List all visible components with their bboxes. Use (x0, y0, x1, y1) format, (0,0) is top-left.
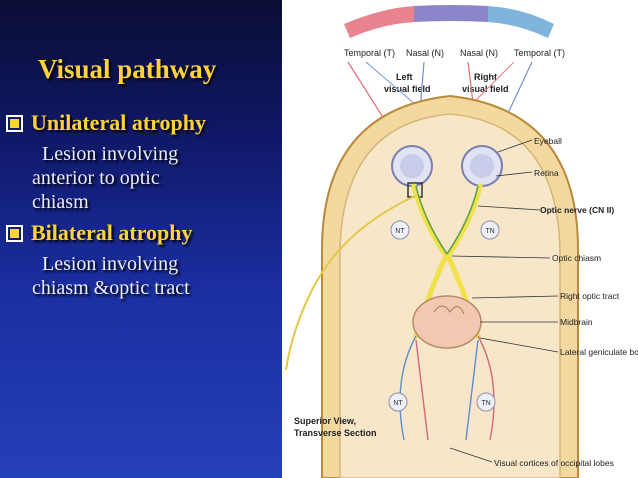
bullet-body-line: chiasm (32, 191, 89, 213)
marker-tn-top: TN (480, 220, 500, 240)
label-optic-chiasm: Optic chiasm (552, 253, 601, 263)
marker-nt-top: NT (390, 220, 410, 240)
bullet-list: Unilateral atrophy Lesion involving ante… (6, 108, 276, 300)
label-lateral-geniculate-body: Lateral geniculate body (560, 347, 638, 357)
bullet-body-line: chiasm &optic tract (32, 277, 190, 299)
label-temporal-right: Temporal (T) (514, 48, 565, 58)
checkbox-bullet-icon (6, 224, 23, 242)
label-optic-nerve: Optic nerve (CN II) (540, 205, 614, 215)
bullet-body-line: Lesion involving (42, 143, 179, 165)
midbrain (412, 295, 482, 349)
label-eyeball: Eyeball (534, 136, 562, 146)
right-eyeball (461, 145, 503, 187)
checkbox-bullet-icon (6, 114, 23, 132)
temporal-right-band (488, 6, 554, 38)
label-left-field: Left (396, 72, 413, 82)
bullet-unilateral: Unilateral atrophy (6, 108, 276, 138)
svg-text:NT: NT (393, 400, 403, 407)
temporal-left-band (344, 6, 414, 38)
label-temporal-left: Temporal (T) (344, 48, 395, 58)
bullet-body: Lesion involving anterior to optic chias… (32, 142, 276, 214)
bullet-body: Lesion involving chiasm &optic tract (32, 252, 276, 300)
svg-text:TN: TN (481, 400, 490, 407)
bullet-body-line: Lesion involving (42, 253, 179, 275)
caption-line-2: Transverse Section (294, 428, 377, 438)
left-eyeball (391, 145, 433, 187)
label-nasal-right: Nasal (N) (460, 48, 498, 58)
lesion-pointer-line (285, 195, 416, 371)
label-right-field: Right (474, 72, 497, 82)
label-visual-cortices: Visual cortices of occipital lobes (494, 458, 614, 468)
label-midbrain: Midbrain (560, 317, 593, 327)
optic-pathway-outline (415, 185, 479, 255)
bullet-bilateral: Bilateral atrophy (6, 218, 276, 248)
text-panel: Visual pathway Unilateral atrophy Lesion… (0, 0, 282, 478)
label-left-field-2: visual field (384, 84, 431, 94)
diagram-panel: Temporal (T) Nasal (N) Nasal (N) Tempora… (282, 0, 638, 478)
label-right-field-2: visual field (462, 84, 509, 94)
bullet-heading: Bilateral atrophy (31, 220, 193, 245)
midbrain-fold (433, 305, 465, 315)
optic-radiations (399, 335, 495, 441)
bullet-body-line: anterior to optic (32, 167, 160, 189)
label-right-optic-tract: Right optic tract (560, 291, 620, 301)
callout-lines (449, 139, 559, 463)
svg-text:NT: NT (395, 228, 405, 235)
caption-line-1: Superior View, (294, 416, 356, 426)
bullet-heading: Unilateral atrophy (31, 110, 206, 135)
svg-text:TN: TN (485, 228, 494, 235)
marker-tn-bottom: TN (476, 392, 496, 412)
nasal-band (414, 5, 488, 22)
marker-nt-bottom: NT (388, 392, 408, 412)
label-retina: Retina (534, 168, 559, 178)
visual-pathway-diagram: Temporal (T) Nasal (N) Nasal (N) Tempora… (285, 5, 638, 478)
slide-title: Visual pathway (38, 54, 217, 84)
label-nasal-left: Nasal (N) (406, 48, 444, 58)
